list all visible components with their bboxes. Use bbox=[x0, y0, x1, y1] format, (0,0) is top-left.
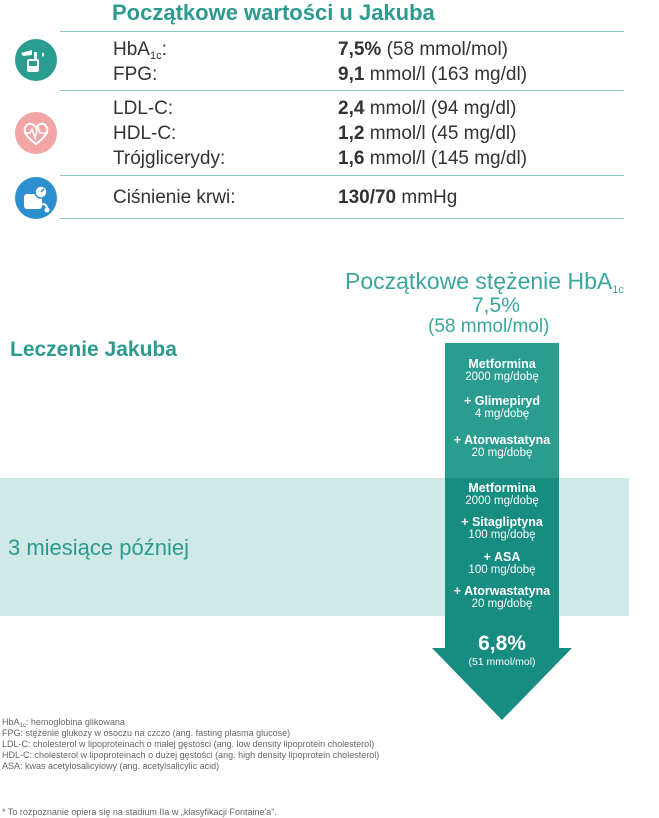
treatment-arrow-top bbox=[445, 343, 559, 478]
glucose-meter-icon bbox=[15, 39, 57, 81]
treatment-arrow-bottom bbox=[445, 478, 559, 648]
drug-item: + ASA 100 mg/dobę bbox=[468, 550, 536, 577]
param-label-fpg: FPG: bbox=[113, 64, 158, 85]
heart-ecg-icon bbox=[15, 112, 57, 154]
drug-item: Metformina 2000 mg/dobę bbox=[465, 481, 539, 508]
result-hba1c-percent: 6,8% bbox=[478, 632, 526, 655]
drug-item: + Sitagliptyna 100 mg/dobę bbox=[461, 515, 543, 542]
footnote-fpg: FPG: stężenie glukozy w osoczu na czczo … bbox=[2, 728, 291, 738]
drug-item: + Atorwastatyna 20 mg/dobę bbox=[453, 584, 551, 611]
treatment-arrow-head bbox=[432, 648, 572, 720]
blood-pressure-icon bbox=[15, 177, 57, 219]
drug-item: Metformina 2000 mg/dobę bbox=[465, 357, 539, 384]
param-value-hba1c: 7,5% (58 mmol/mol) bbox=[338, 39, 508, 60]
page-title: Początkowe wartości u Jakuba bbox=[112, 0, 435, 25]
treatment-heading: Leczenie Jakuba bbox=[10, 338, 177, 361]
param-label-ldl: LDL-C: bbox=[113, 98, 174, 119]
divider bbox=[60, 218, 624, 219]
divider bbox=[60, 31, 624, 32]
param-label-blood-pressure: Ciśnienie krwi: bbox=[113, 187, 236, 208]
footnote-asa: ASA: kwas acetylosalicylowy (ang. acetyl… bbox=[2, 761, 220, 771]
result-hba1c-mmol: (51 mmol/mol) bbox=[468, 656, 536, 668]
footnotes: HbA1c: hemoglobina glikowana FPG: stężen… bbox=[2, 717, 379, 772]
drug-item: + Glimepiryd 4 mg/dobę bbox=[463, 394, 541, 421]
param-value-hdl: 1,2 mmol/l (45 mg/dl) bbox=[338, 123, 517, 144]
footnote-hba1c: HbA1c: hemoglobina glikowana bbox=[2, 717, 125, 729]
initial-hba1c-mmol: (58 mmol/mol) bbox=[428, 316, 550, 337]
footnote-hdl: HDL-C: cholesterol w lipoproteinach o du… bbox=[2, 750, 380, 760]
divider bbox=[60, 90, 624, 91]
footnote-ldl: LDL-C: cholesterol w lipoproteinach o ma… bbox=[2, 739, 375, 749]
param-value-triglycerides: 1,6 mmol/l (145 mg/dl) bbox=[338, 148, 528, 169]
phase2-label: 3 miesiące później bbox=[8, 535, 189, 560]
divider bbox=[60, 175, 624, 176]
drug-item: + Atorwastatyna 20 mg/dobę bbox=[453, 433, 551, 460]
initial-hba1c-title: Początkowe stężenie HbA1c bbox=[345, 268, 624, 296]
param-label-hba1c: HbA1c: bbox=[113, 39, 167, 62]
param-value-fpg: 9,1 mmol/l (163 mg/dl) bbox=[338, 64, 528, 85]
param-label-triglycerides: Trójglicerydy: bbox=[113, 148, 226, 169]
initial-hba1c-percent: 7,5% bbox=[472, 294, 520, 317]
param-value-ldl: 2,4 mmol/l (94 mg/dl) bbox=[338, 98, 517, 119]
param-label-hdl: HDL-C: bbox=[113, 123, 177, 144]
footnote-star: * To rozpoznanie opiera się na stadium I… bbox=[2, 807, 277, 817]
param-value-blood-pressure: 130/70 mmHg bbox=[338, 187, 458, 208]
